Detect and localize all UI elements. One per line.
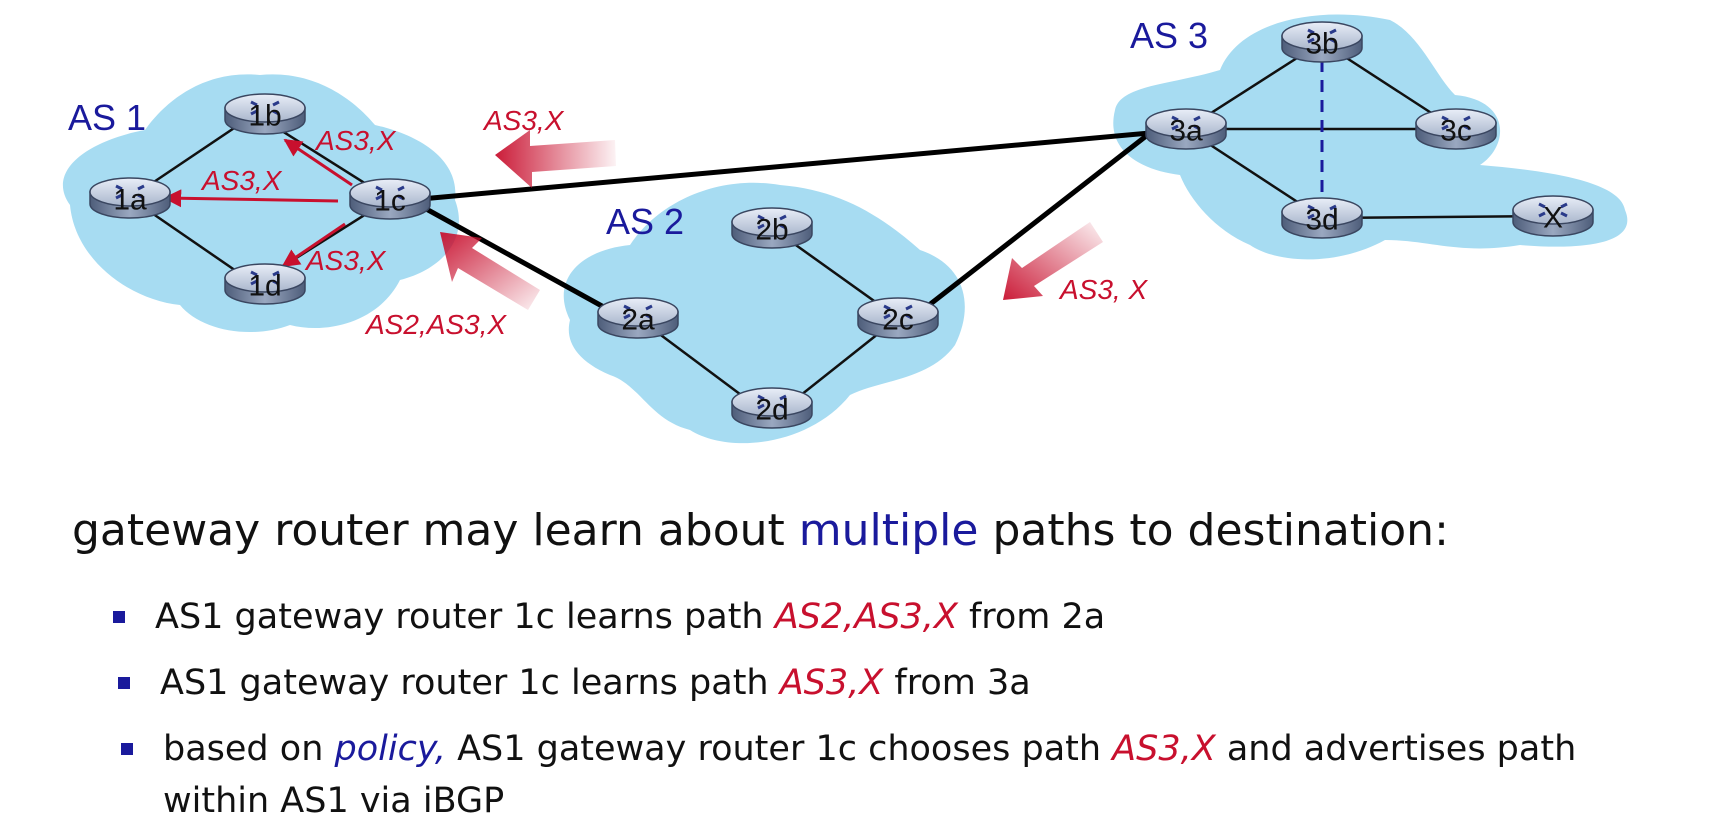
bullet-3-policy: policy,	[334, 729, 446, 769]
router-2a-label: 2a	[621, 304, 655, 337]
bullet-item-1: AS1 gateway router 1c learns path AS2,AS…	[113, 589, 1106, 645]
arrow-from-2c	[1003, 222, 1103, 300]
router-1d-label: 1d	[248, 270, 281, 303]
bullet-2-path: AS3,X	[779, 663, 884, 703]
bullet-3-path: AS3,X	[1112, 729, 1216, 769]
router-3c-label: 3c	[1440, 115, 1472, 148]
router-3b-label: 3b	[1305, 28, 1338, 61]
router-2d-label: 2d	[755, 394, 788, 427]
router-2d[interactable]: 2d	[731, 387, 813, 429]
arrow-from-2a	[440, 232, 540, 310]
inter-as-links	[408, 130, 1152, 319]
router-3b[interactable]: 3b	[1281, 21, 1363, 63]
headline: gateway router may learn about multiple …	[72, 505, 1449, 556]
as2-cloud	[563, 182, 965, 444]
path-label-from-3a: AS3,X	[482, 105, 565, 136]
router-2c-label: 2c	[882, 304, 914, 337]
arrow-from-3a	[495, 130, 616, 188]
bullet-3-text-pre: based on	[163, 729, 335, 769]
bullet-square-icon	[118, 677, 130, 689]
bullet-1-text: AS1 gateway router 1c learns path	[155, 597, 775, 637]
router-3c[interactable]: 3c	[1415, 108, 1497, 150]
router-1c[interactable]: 1c	[349, 178, 431, 220]
router-1b-label: 1b	[248, 100, 281, 133]
router-1c-label: 1c	[374, 185, 406, 218]
as1-cloud	[62, 74, 459, 333]
router-x[interactable]: X	[1512, 195, 1594, 237]
bullet-2-text: AS1 gateway router 1c learns path	[160, 663, 780, 703]
router-1a[interactable]: 1a	[89, 177, 171, 219]
bullet-3-continuation: within AS1 via iBGP	[163, 773, 504, 829]
bullet-item-3: based on policy, AS1 gateway router 1c c…	[121, 721, 1577, 777]
headline-emphasis: multiple	[798, 505, 979, 556]
router-3d[interactable]: 3d	[1281, 197, 1363, 239]
bullet-item-2: AS1 gateway router 1c learns path AS3,X …	[118, 655, 1031, 711]
router-1b[interactable]: 1b	[224, 93, 306, 135]
router-2c[interactable]: 2c	[857, 297, 939, 339]
bullet-3-line2: within AS1 via iBGP	[163, 781, 505, 821]
router-x-label: X	[1543, 202, 1563, 235]
as1-label: AS 1	[68, 97, 146, 138]
bullet-2-source: from 3a	[883, 663, 1031, 703]
router-1d[interactable]: 1d	[224, 263, 306, 305]
router-2b[interactable]: 2b	[731, 207, 813, 249]
router-3a-label: 3a	[1169, 115, 1203, 148]
bullet-1-path: AS2,AS3,X	[774, 597, 958, 637]
router-3a[interactable]: 3a	[1145, 108, 1227, 150]
headline-text-pre: gateway router may learn about	[72, 505, 799, 556]
bullet-square-icon	[121, 743, 133, 755]
bullet-3-text-post: and advertises path	[1215, 729, 1577, 769]
bgp-network-diagram: AS 1 AS 2 AS 3 AS3,X AS3,X AS3,X AS3,X A…	[62, 14, 1628, 444]
path-label-from-2c: AS3, X	[1058, 274, 1148, 305]
path-label-1d: AS3,X	[304, 245, 387, 276]
router-1a-label: 1a	[113, 184, 147, 217]
router-2b-label: 2b	[755, 214, 788, 247]
path-label-1b: AS3,X	[314, 125, 397, 156]
as1-advertisement-arrows	[163, 138, 353, 268]
router-2a[interactable]: 2a	[597, 297, 679, 339]
bullet-3-text-mid: AS1 gateway router 1c chooses path	[445, 729, 1113, 769]
path-label-from-2a: AS2,AS3,X	[364, 309, 507, 340]
path-label-1a: AS3,X	[200, 165, 283, 196]
bullet-square-icon	[113, 611, 125, 623]
headline-text-post: paths to destination:	[978, 505, 1449, 556]
router-3d-label: 3d	[1305, 204, 1338, 237]
bullet-1-source: from 2a	[957, 597, 1106, 637]
as3-label: AS 3	[1130, 15, 1208, 56]
as3-cloud	[1113, 14, 1628, 260]
as2-label: AS 2	[606, 201, 684, 242]
